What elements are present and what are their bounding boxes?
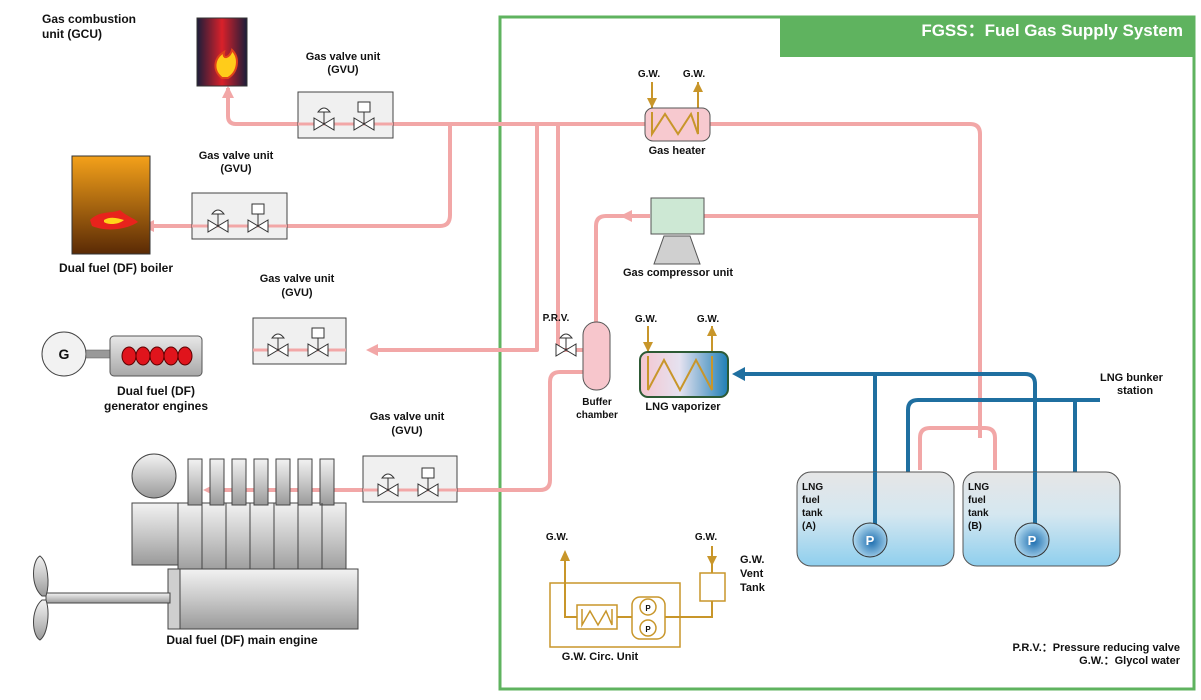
gvu-4-box [362, 455, 458, 503]
gw-circ-heater-coil [581, 609, 613, 628]
gvu-1-valves [313, 101, 375, 131]
tank-b-label-line2: fuel [968, 495, 986, 506]
gcu-label-line1: Gas combustion [42, 12, 136, 26]
generator-label-line2: generator engines [104, 399, 208, 413]
gas-piping [150, 88, 997, 492]
vaporizer-gw-in: G.W. [635, 314, 657, 325]
prv-valve [555, 333, 577, 357]
gvu-1-label-line1: Gas valve unit [306, 51, 381, 63]
generator-label-line1: Dual fuel (DF) [117, 384, 195, 398]
gw-pump-1-label: P [645, 604, 651, 613]
legend-gw: G.W.：Glycol water [1079, 655, 1181, 667]
tank-a-label-line4: (A) [802, 521, 816, 532]
gvu-3-valves [267, 327, 329, 357]
boiler-flame-core [104, 217, 124, 225]
gas-heater-gw-out-arrow [693, 82, 703, 92]
gas-heater-gw-in: G.W. [638, 69, 660, 80]
tank-a-label-line1: LNG [802, 482, 823, 493]
boiler-label: Dual fuel (DF) boiler [59, 261, 173, 275]
bunker-label-line1: LNG bunker [1100, 372, 1164, 384]
lng-pipes-in-tanks [873, 472, 1037, 525]
tank-b-label-line3: tank [968, 508, 989, 519]
propeller-icon [33, 555, 49, 641]
legend-prv: P.R.V.：Pressure reducing valve [1012, 642, 1180, 654]
pump-a-label: P [866, 533, 875, 548]
gvu-2-valves [207, 203, 269, 233]
vaporizer-gw-lines [647, 326, 713, 352]
gas-heater-label: Gas heater [649, 145, 707, 157]
gvu-3-label-line1: Gas valve unit [260, 273, 335, 285]
flame-icon [214, 48, 238, 79]
tank-b-label-line1: LNG [968, 482, 989, 493]
gvu-4-label-line2: (GVU) [391, 425, 423, 437]
tank-a-label-line2: fuel [802, 495, 820, 506]
gvu-3-label-line2: (GVU) [281, 287, 313, 299]
df-boiler-unit [71, 155, 151, 255]
gw-vent-tank [699, 572, 726, 602]
main-engine [45, 453, 359, 630]
gas-heater-gw-lines [651, 82, 699, 108]
tank-a-label-line3: tank [802, 508, 823, 519]
generator-shaft [85, 349, 111, 359]
gw-pump-2-icon [639, 619, 657, 637]
gvu-3-box [252, 317, 347, 365]
buffer-label-line1: Buffer [582, 397, 612, 408]
gas-heater-coil [651, 111, 699, 138]
gas-compressor-label: Gas compressor unit [623, 267, 733, 279]
vent-tank-label-line3: Tank [740, 582, 766, 594]
gas-compressor-base [653, 235, 701, 265]
gas-heater-gw-out: G.W. [683, 69, 705, 80]
gw-circ-unit-box [549, 582, 681, 648]
gcu-label-line2: unit (GCU) [42, 27, 102, 41]
gas-compressor-body [650, 197, 705, 235]
prv-label: P.R.V. [543, 313, 570, 324]
vaporizer-gw-out-arrow [707, 326, 717, 336]
gw-pump-1-icon [639, 598, 657, 616]
vaporizer-label: LNG vaporizer [645, 401, 721, 413]
main-engine-label: Dual fuel (DF) main engine [166, 633, 318, 647]
gvu-2-label-line2: (GVU) [220, 163, 252, 175]
gvu-4-label-line1: Gas valve unit [370, 411, 445, 423]
buffer-chamber [582, 321, 611, 391]
pump-b-icon [1014, 522, 1050, 558]
gw-vent-down-arrow [707, 556, 717, 566]
vaporizer-gw-in-arrow [643, 342, 653, 352]
gvu-4-valves [377, 467, 439, 497]
fgss-header-bar [780, 17, 1194, 57]
gw-circ-gw-left: G.W. [546, 532, 568, 543]
vent-tank-label-line1: G.W. [740, 554, 764, 566]
bunker-label-line2: station [1117, 385, 1153, 397]
gvu-2-box [191, 192, 288, 240]
pump-b-label: P [1028, 533, 1037, 548]
vent-tank-label-line2: Vent [740, 568, 764, 580]
tank-b-label-line4: (B) [968, 521, 982, 532]
buffer-label-line2: chamber [576, 410, 618, 421]
gw-circ-gw-right: G.W. [695, 532, 717, 543]
lng-tank-b [962, 471, 1121, 567]
gw-circ-up-arrow [560, 550, 570, 561]
pump-a-icon [852, 522, 888, 558]
vaporizer-gw-out: G.W. [697, 314, 719, 325]
gvu-1-label-line2: (GVU) [327, 64, 359, 76]
gvu-2-label-line1: Gas valve unit [199, 150, 274, 162]
gas-heater-gw-in-arrow [647, 98, 657, 108]
gas-heater-unit [644, 107, 711, 142]
gvu-1-box [297, 91, 394, 139]
generator-cylinders [121, 346, 193, 366]
lng-vaporizer-unit [639, 351, 729, 398]
fgss-title: FGSS：Fuel Gas Supply System [921, 21, 1183, 40]
lng-vaporizer-coil [647, 356, 713, 393]
generator-symbol-letter: G [59, 346, 70, 362]
gw-pump-2-label: P [645, 625, 651, 634]
gw-circ-heater [576, 604, 618, 630]
gw-circ-label: G.W. Circ. Unit [562, 651, 639, 663]
